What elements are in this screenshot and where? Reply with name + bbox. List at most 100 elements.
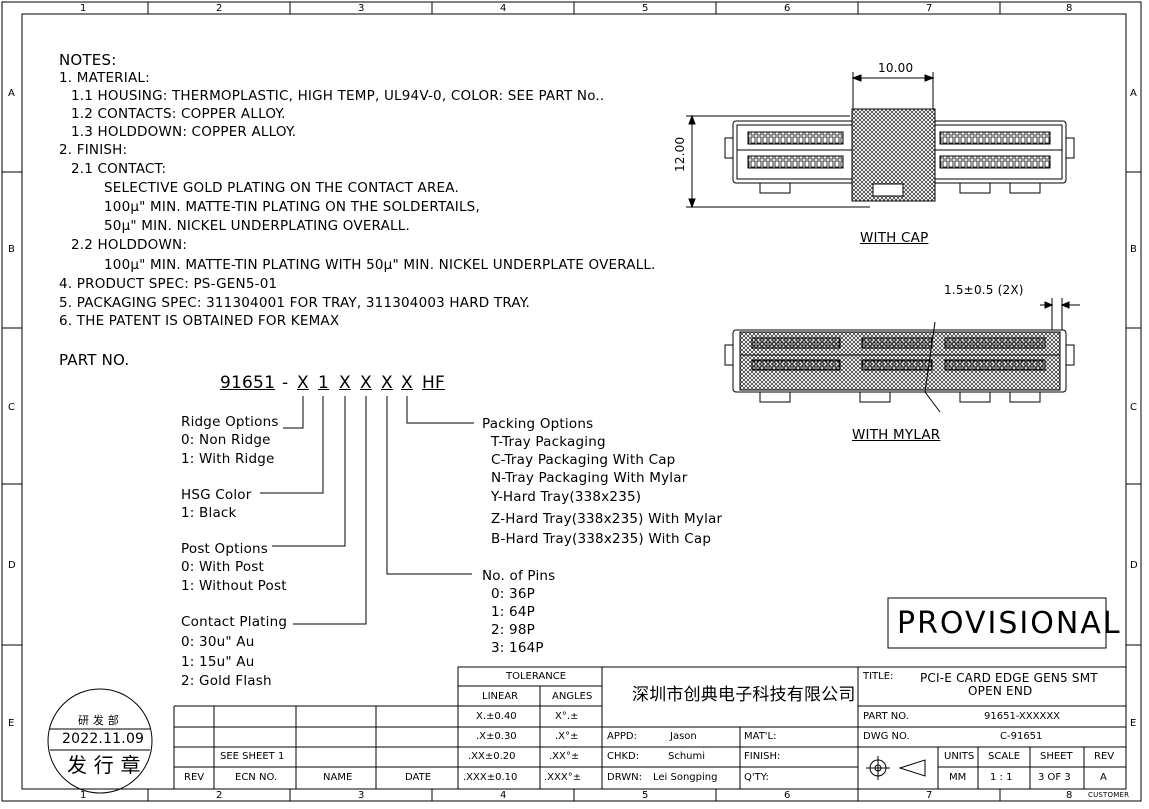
col-label-7-bottom: 7 — [926, 790, 933, 801]
drwn-value: Lei Songping — [653, 772, 718, 783]
col-label-2: 2 — [216, 3, 223, 14]
notes-line: 2. FINISH: — [59, 142, 128, 158]
scale-label: SCALE — [988, 751, 1021, 762]
packing-option: T-Tray Packaging — [491, 434, 606, 450]
title-line2: OPEN END — [968, 684, 1033, 698]
stamp-seal: 发 行 章 — [67, 753, 141, 777]
part-code-slot: X — [360, 373, 372, 393]
notes-line: 2.2 HOLDDOWN: — [71, 237, 188, 253]
col-label-1-bottom: 1 — [80, 790, 87, 801]
row-label-c-right: C — [1130, 402, 1138, 413]
date-header: DATE — [405, 772, 432, 783]
dimension-height: 12.00 — [673, 136, 687, 172]
scale-value: 1 : 1 — [990, 772, 1013, 783]
tolerance-angle: .XXX°± — [544, 772, 582, 783]
col-label-3-bottom: 3 — [358, 790, 365, 801]
title-label: TITLE: — [863, 671, 894, 682]
rev-header: REV — [184, 772, 205, 783]
part-no-heading: PART NO. — [59, 351, 130, 369]
packing-option: Z-Hard Tray(338x235) With Mylar — [491, 511, 723, 527]
tolerance-angle: .XX°± — [549, 751, 580, 762]
chkd-label: CHKD: — [607, 751, 640, 762]
name-header: NAME — [323, 772, 353, 783]
col-label-6-bottom: 6 — [784, 790, 791, 801]
col-label-4: 4 — [500, 3, 507, 14]
row-label-b: B — [8, 244, 16, 255]
dimension-width: 10.00 — [878, 61, 914, 75]
title-line1: PCI-E CARD EDGE GEN5 SMT — [920, 671, 1098, 685]
pins-option: 3: 164P — [491, 640, 544, 656]
row-label-a-right: A — [1130, 88, 1138, 99]
company-name: 深圳市创典电子科技有限公司 — [632, 685, 856, 705]
units-value: MM — [949, 772, 967, 783]
row-label-d: D — [8, 560, 16, 571]
chkd-value: Schumi — [668, 751, 706, 762]
notes-line: 1.2 CONTACTS: COPPER ALLOY. — [71, 106, 286, 122]
col-label-8: 8 — [1066, 3, 1073, 14]
notes-line: 100μ" MIN. MATTE-TIN PLATING ON THE SOLD… — [104, 199, 480, 215]
row-label-e-right: E — [1130, 718, 1137, 729]
stamp-dept: 研 发 部 — [78, 714, 119, 727]
part-no-value: 91651-XXXXXX — [984, 711, 1061, 722]
col-label-7: 7 — [926, 3, 933, 14]
row-label-a: A — [8, 88, 16, 99]
notes-line: 100μ" MIN. MATTE-TIN PLATING WITH 50μ" M… — [104, 257, 656, 273]
notes-line: 50μ" MIN. NICKEL UNDERPLATING OVERALL. — [104, 218, 410, 234]
packing-option: C-Tray Packaging With Cap — [491, 452, 676, 468]
matl-label: MAT'L: — [744, 731, 777, 742]
pins-option: 1: 64P — [491, 604, 535, 620]
part-code-slot: X — [401, 373, 413, 393]
plating-option: 0: 30u" Au — [181, 634, 255, 650]
notes-line: 6. THE PATENT IS OBTAINED FOR KEMAX — [59, 313, 340, 329]
col-label-3: 3 — [358, 3, 365, 14]
customer-label: CUSTOMER — [1088, 791, 1130, 799]
sheet-value: 3 OF 3 — [1038, 772, 1071, 783]
units-label: UNITS — [944, 751, 975, 762]
part-code-base: 91651 — [220, 373, 276, 393]
rev-label: REV — [1094, 751, 1115, 762]
mylar-view — [724, 298, 1080, 413]
packing-option: Y-Hard Tray(338x235) — [491, 489, 642, 505]
mylar-view-caption: WITH MYLAR — [852, 427, 941, 443]
ecn-header: ECN NO. — [235, 772, 278, 783]
ridge-title: Ridge Options — [181, 414, 279, 430]
row-label-b-right: B — [1130, 244, 1138, 255]
post-option: 0: With Post — [181, 559, 265, 575]
packing-title: Packing Options — [482, 416, 594, 432]
provisional-label: PROVISIONAL — [897, 606, 1122, 641]
notes-line: 1.3 HOLDDOWN: COPPER ALLOY. — [71, 124, 297, 140]
appd-label: APPD: — [607, 731, 637, 742]
cap-view — [686, 72, 1075, 209]
stamp-date: 2022.11.09 — [62, 731, 145, 747]
packing-option: B-Hard Tray(338x235) With Cap — [491, 531, 712, 547]
ridge-option: 1: With Ridge — [181, 451, 275, 467]
row-label-d-right: D — [1130, 560, 1138, 571]
notes-line: 1.1 HOUSING: THERMOPLASTIC, HIGH TEMP, U… — [71, 88, 605, 104]
col-label-1: 1 — [80, 3, 87, 14]
row-label-c: C — [8, 402, 16, 413]
tolerance-angle: X°.± — [555, 711, 579, 722]
dwg-no-value: C-91651 — [1000, 731, 1043, 742]
col-label-5: 5 — [642, 3, 649, 14]
notes-line: 5. PACKAGING SPEC: 311304001 FOR TRAY, 3… — [59, 295, 530, 311]
part-code-slot: 1 — [318, 373, 330, 393]
see-sheet: SEE SHEET 1 — [220, 751, 285, 762]
sheet-label: SHEET — [1040, 751, 1073, 762]
packing-option: N-Tray Packaging With Mylar — [491, 470, 688, 486]
pins-title: No. of Pins — [482, 568, 556, 584]
drwn-label: DRWN: — [607, 772, 642, 783]
ridge-option: 0: Non Ridge — [181, 432, 271, 448]
part-code-dash: - — [282, 373, 289, 393]
col-label-2-bottom: 2 — [216, 790, 223, 801]
part-code-suffix: HF — [422, 373, 445, 393]
tolerance-linear: .X±0.30 — [476, 731, 517, 742]
pins-option: 2: 98P — [491, 622, 535, 638]
pins-option: 0: 36P — [491, 586, 535, 602]
col-label-4-bottom: 4 — [500, 790, 507, 801]
plating-title: Contact Plating — [181, 614, 288, 630]
hsg-title: HSG Color — [181, 487, 252, 503]
plating-option: 2: Gold Flash — [181, 673, 272, 689]
post-option: 1: Without Post — [181, 578, 287, 594]
part-code-slot: X — [297, 373, 309, 393]
